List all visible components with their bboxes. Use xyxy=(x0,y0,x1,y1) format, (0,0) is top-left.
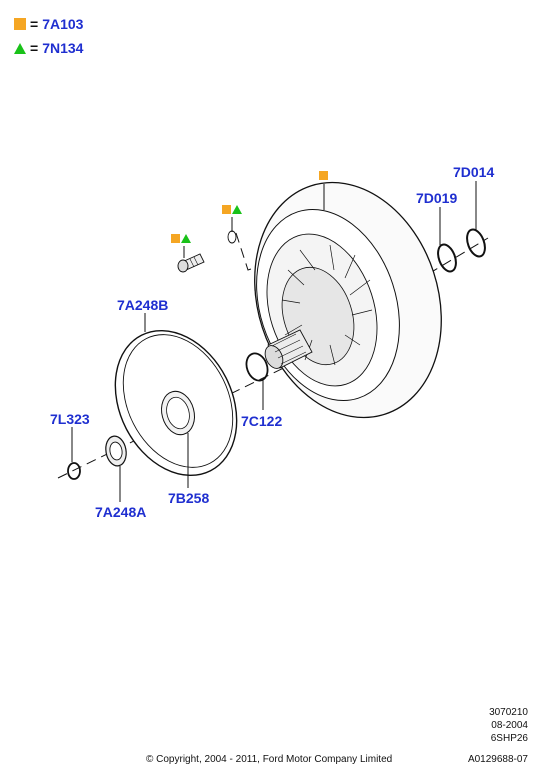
callout-7a248a: 7A248A xyxy=(95,504,146,520)
seal-7a248a xyxy=(105,435,127,467)
copyright-notice: © Copyright, 2004 - 2011, Ford Motor Com… xyxy=(146,754,393,765)
bushing-7b258 xyxy=(161,390,195,436)
rear-axis-line xyxy=(414,237,489,283)
callout-7b258: 7B258 xyxy=(168,490,209,506)
snap-ring-7c122 xyxy=(245,352,269,382)
callout-7d019: 7D019 xyxy=(416,190,457,206)
green-triangle-icon xyxy=(14,42,26,54)
diagram-code-4: A0129688-07 xyxy=(468,754,528,765)
legend-row-7a103: =7A103 xyxy=(14,14,83,34)
legend-label-7n134: 7N134 xyxy=(42,40,84,56)
washer-part xyxy=(227,230,237,244)
callout-7l323: 7L323 xyxy=(50,411,90,427)
diagram-code-3: 6SHP26 xyxy=(491,733,529,744)
legend-row-7n134: =7N134 xyxy=(14,38,83,58)
orange-square-icon xyxy=(319,171,328,180)
diagram-code-2: 08-2004 xyxy=(491,720,528,731)
ring-7l323 xyxy=(67,462,81,480)
bolt-part xyxy=(177,253,205,273)
orange-square-icon xyxy=(171,234,180,243)
green-triangle-icon xyxy=(181,234,191,243)
pump-assembly xyxy=(254,181,442,419)
legend-equals: = xyxy=(30,16,39,32)
callout-7d014: 7D014 xyxy=(453,164,494,180)
callout-7a248b: 7A248B xyxy=(117,297,168,313)
diagram-code-1: 3070210 xyxy=(489,707,528,718)
orange-square-icon xyxy=(222,205,231,214)
orange-square-icon xyxy=(14,18,26,30)
callout-7c122: 7C122 xyxy=(241,413,282,429)
seal-ring-7d019 xyxy=(437,243,457,273)
legend-equals: = xyxy=(30,40,39,56)
green-triangle-icon xyxy=(232,205,242,214)
seal-ring-7d014 xyxy=(466,228,486,258)
legend-label-7a103: 7A103 xyxy=(42,16,84,32)
